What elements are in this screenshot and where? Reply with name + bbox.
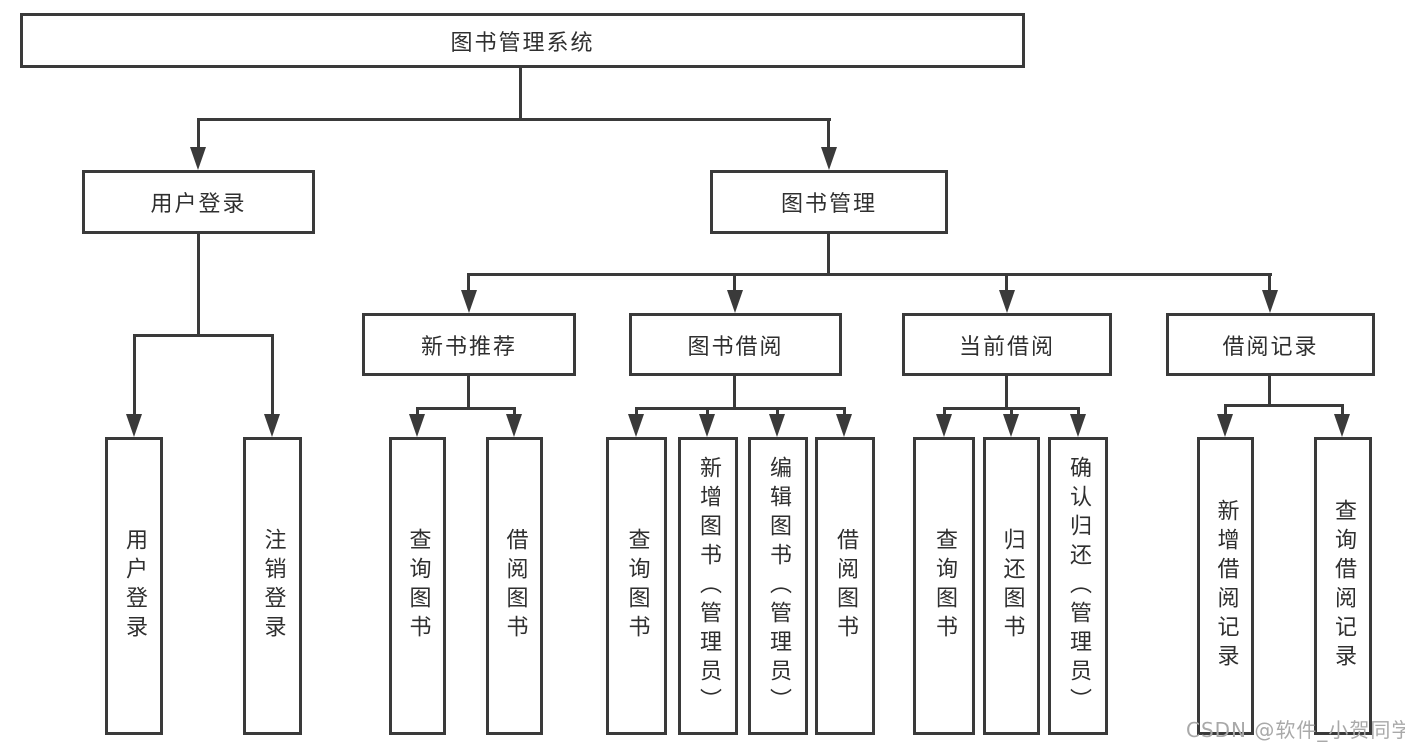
node-book-management: 图书管理 (710, 170, 948, 234)
connector-recommend-stem (467, 373, 470, 409)
connector-user-login-rail (133, 334, 274, 337)
connector-level3-rail (467, 273, 1272, 276)
leaf-label: 借阅图书 (502, 528, 528, 644)
connector-records-stem (1268, 373, 1271, 407)
arrow-down-icon (1003, 414, 1019, 437)
arrow-down-icon (821, 147, 837, 170)
arrow-down-icon (506, 414, 522, 437)
connector-book-mgmt-drop (827, 118, 830, 148)
connector-root-stem (519, 66, 522, 121)
leaf-label: 查询图书 (624, 528, 650, 644)
connector-leaf-drop (1341, 404, 1344, 416)
arrow-down-icon (1262, 290, 1278, 313)
arrow-down-icon (836, 414, 852, 437)
arrow-down-icon (1334, 414, 1350, 437)
arrow-down-icon (1070, 414, 1086, 437)
node-current-borrowing: 当前借阅 (902, 313, 1112, 376)
connector-level3-drop (467, 273, 470, 291)
connector-recommend-rail (416, 407, 516, 410)
connector-leaf-drop (271, 334, 274, 416)
node-label: 图书管理系统 (450, 30, 595, 56)
leaf-query-books-borrowing: 查询图书 (606, 437, 667, 735)
arrow-down-icon (727, 290, 743, 313)
leaf-user-login: 用户登录 (105, 437, 163, 735)
connector-leaf-drop (1077, 407, 1080, 416)
connector-leaf-drop (1010, 407, 1013, 416)
arrow-down-icon (461, 290, 477, 313)
connector-leaf-drop (776, 407, 779, 416)
connector-user-login-drop (197, 118, 200, 148)
connector-borrowing-rail (635, 407, 846, 410)
arrow-down-icon (126, 414, 142, 437)
connector-leaf-drop (635, 407, 638, 416)
arrow-down-icon (190, 147, 206, 170)
connector-level3-drop (1268, 273, 1271, 291)
connector-borrowing-stem (733, 373, 736, 409)
leaf-label: 归还图书 (999, 528, 1025, 644)
leaf-label: 查询图书 (405, 528, 431, 644)
leaf-label: 查询图书 (932, 528, 957, 644)
arrow-down-icon (936, 414, 952, 437)
arrow-down-icon (769, 414, 785, 437)
leaf-label: 编辑图书（管理员） (766, 455, 791, 717)
leaf-label: 查询借阅记录 (1331, 499, 1356, 673)
leaf-label: 确认归还（管理员） (1066, 455, 1091, 717)
leaf-borrow-books-borrowing: 借阅图书 (815, 437, 875, 735)
leaf-label: 新增图书（管理员） (696, 455, 721, 717)
leaf-add-borrow-record: 新增借阅记录 (1197, 437, 1254, 735)
connector-level2-rail (197, 118, 831, 121)
arrow-down-icon (628, 414, 644, 437)
node-user-login: 用户登录 (82, 170, 315, 234)
connector-level3-drop (1005, 273, 1008, 291)
leaf-query-books-recommend: 查询图书 (389, 437, 446, 735)
connector-level3-drop (733, 273, 736, 291)
leaf-add-books-admin: 新增图书（管理员） (678, 437, 738, 735)
connector-leaf-drop (1224, 404, 1227, 416)
node-label: 当前借阅 (958, 334, 1055, 360)
connector-leaf-drop (513, 407, 516, 416)
leaf-label: 注销登录 (260, 528, 286, 644)
connector-user-login-stem (197, 231, 200, 337)
arrow-down-icon (409, 414, 425, 437)
node-book-borrowing: 图书借阅 (629, 313, 842, 376)
connector-leaf-drop (943, 407, 946, 416)
arrow-down-icon (264, 414, 280, 437)
leaf-query-books-current: 查询图书 (913, 437, 975, 735)
arrow-down-icon (999, 290, 1015, 313)
leaf-logout-login: 注销登录 (243, 437, 302, 735)
connector-leaf-drop (133, 334, 136, 416)
connector-records-rail (1224, 404, 1344, 407)
leaf-edit-books-admin: 编辑图书（管理员） (748, 437, 808, 735)
leaf-label: 新增借阅记录 (1213, 499, 1239, 673)
watermark: CSDN @软件_小贺同学 (1186, 718, 1405, 742)
leaf-label: 借阅图书 (833, 528, 858, 644)
leaf-label: 用户登录 (122, 528, 147, 644)
connector-current-stem (1005, 373, 1008, 409)
node-library-management-system: 图书管理系统 (20, 13, 1025, 68)
node-label: 用户登录 (150, 192, 247, 217)
arrow-down-icon (699, 414, 715, 437)
connector-leaf-drop (706, 407, 709, 416)
leaf-query-borrow-record: 查询借阅记录 (1314, 437, 1372, 735)
connector-leaf-drop (843, 407, 846, 416)
leaf-borrow-books-recommend: 借阅图书 (486, 437, 543, 735)
node-label: 新书推荐 (420, 334, 517, 360)
leaf-return-books: 归还图书 (983, 437, 1040, 735)
node-label: 图书管理 (780, 192, 877, 217)
node-borrowing-records: 借阅记录 (1166, 313, 1375, 376)
connector-book-mgmt-stem (827, 231, 830, 276)
connector-leaf-drop (416, 407, 419, 416)
node-new-book-recommend: 新书推荐 (362, 313, 576, 376)
node-label: 借阅记录 (1222, 334, 1319, 360)
node-label: 图书借阅 (687, 334, 784, 360)
leaf-confirm-return-admin: 确认归还（管理员） (1048, 437, 1108, 735)
arrow-down-icon (1217, 414, 1233, 437)
